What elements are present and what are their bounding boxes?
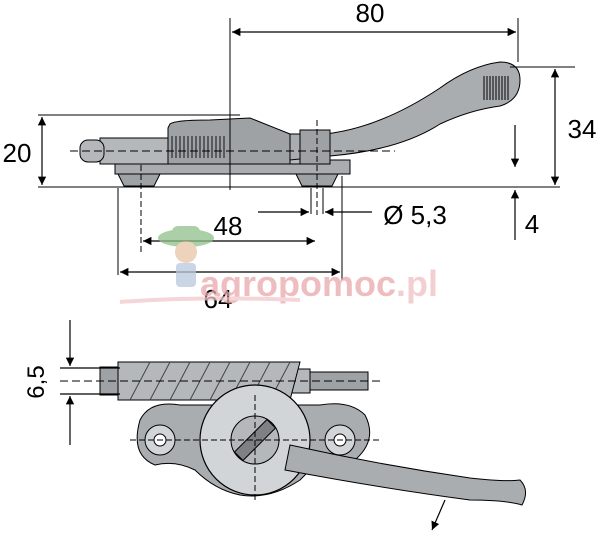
housing (167, 117, 291, 165)
dim-hole-label: Ø 5,3 (383, 200, 447, 230)
side-view (70, 61, 521, 252)
dim-20-label: 20 (3, 138, 32, 168)
extension-lines (38, 18, 575, 280)
lever (289, 61, 521, 161)
dim-34-label: 34 (568, 114, 597, 144)
watermark-domain: .pl (396, 263, 438, 304)
dim-6-5-label: 6,5 (23, 365, 50, 398)
farmer-icon (158, 226, 214, 287)
watermark: agropomoc.pl (119, 226, 438, 304)
watermark-swoosh (119, 296, 301, 304)
rod-tip (79, 139, 105, 163)
lever-bottom (284, 444, 526, 506)
dim-48-label: 48 (214, 211, 243, 241)
bottom-view (60, 361, 526, 531)
watermark-brand-suffix: pomoc (278, 263, 396, 304)
dim-80-label: 80 (356, 0, 385, 28)
left-foot (117, 173, 161, 187)
pivot-block (299, 129, 331, 165)
motion-arrow (431, 499, 446, 531)
watermark-text: agropomoc.pl (200, 263, 438, 304)
grip-knurl (483, 76, 509, 100)
knurl-pattern (171, 136, 225, 158)
dim-6-5 (60, 320, 120, 445)
dim-4-label: 4 (525, 209, 539, 239)
